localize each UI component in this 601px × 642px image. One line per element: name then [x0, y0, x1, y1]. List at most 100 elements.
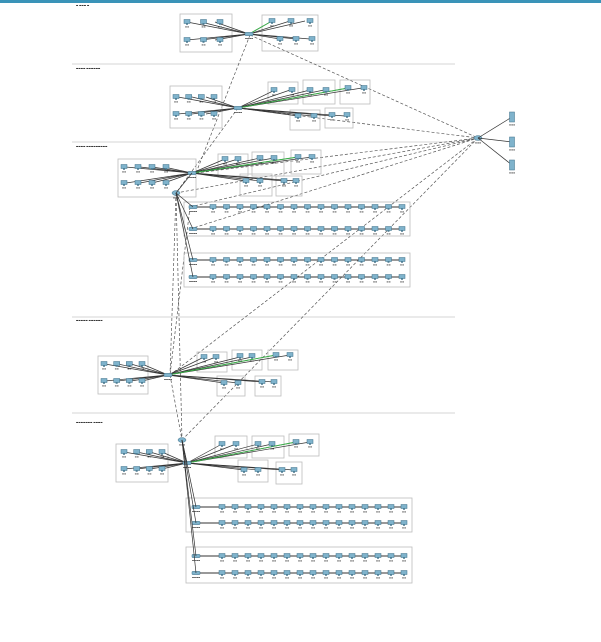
pc-icon[interactable]	[292, 178, 300, 183]
pc-icon[interactable]	[200, 354, 208, 359]
pc-icon[interactable]	[162, 180, 170, 185]
pc-icon[interactable]	[185, 111, 192, 116]
pc-icon[interactable]	[283, 553, 291, 558]
pc-icon[interactable]	[309, 520, 317, 525]
pc-icon[interactable]	[371, 226, 379, 231]
pc-icon[interactable]	[210, 94, 218, 99]
pc-icon[interactable]	[335, 520, 343, 525]
pc-icon[interactable]	[270, 155, 278, 160]
pc-icon[interactable]	[296, 553, 304, 558]
pc-icon[interactable]	[254, 441, 262, 446]
pc-icon[interactable]	[344, 257, 352, 262]
pc-icon[interactable]	[210, 111, 218, 116]
pc-icon[interactable]	[148, 180, 156, 185]
pc-icon[interactable]	[240, 467, 248, 472]
pc-icon[interactable]	[236, 204, 244, 209]
pc-icon[interactable]	[234, 380, 242, 385]
pc-icon[interactable]	[221, 156, 229, 161]
pc-icon[interactable]	[306, 18, 314, 23]
pc-icon[interactable]	[309, 570, 317, 575]
pc-icon[interactable]	[348, 504, 356, 509]
pc-icon[interactable]	[343, 112, 351, 117]
pc-icon[interactable]	[385, 226, 392, 231]
pc-icon[interactable]	[331, 204, 338, 209]
pc-icon[interactable]	[209, 257, 217, 262]
server-icon[interactable]	[509, 111, 515, 123]
pc-icon[interactable]	[120, 164, 128, 169]
pc-icon[interactable]	[361, 570, 369, 575]
pc-icon[interactable]	[138, 361, 146, 366]
pc-icon[interactable]	[218, 504, 226, 509]
pc-icon[interactable]	[296, 504, 304, 509]
pc-icon[interactable]	[294, 154, 302, 159]
pc-icon[interactable]	[277, 257, 284, 262]
pc-icon[interactable]	[304, 204, 311, 209]
pc-icon[interactable]	[288, 87, 296, 92]
pc-icon[interactable]	[100, 378, 108, 383]
pc-icon[interactable]	[232, 441, 240, 446]
pc-icon[interactable]	[322, 570, 330, 575]
pc-icon[interactable]	[371, 274, 379, 279]
pc-icon[interactable]	[270, 570, 278, 575]
pc-icon[interactable]	[133, 449, 140, 454]
pc-icon[interactable]	[120, 180, 128, 185]
pc-icon[interactable]	[322, 87, 330, 92]
pc-icon[interactable]	[268, 18, 276, 23]
pc-icon[interactable]	[371, 257, 379, 262]
pc-icon[interactable]	[344, 274, 352, 279]
pc-icon[interactable]	[309, 553, 317, 558]
pc-icon[interactable]	[361, 520, 369, 525]
topology-canvas[interactable]: ▬ ▬▬▬ ▬ ▬▬▬▬ ▬▬▬▬▬▬ ▬▬▬▬ ▬▬▬▬▬▬▬▬▬ ▬▬▬▬▬…	[0, 3, 601, 638]
pc-icon[interactable]	[331, 257, 338, 262]
pc-icon[interactable]	[231, 553, 239, 558]
pc-icon[interactable]	[257, 553, 265, 558]
pc-icon[interactable]	[134, 164, 142, 169]
pc-icon[interactable]	[263, 257, 271, 262]
pc-icon[interactable]	[183, 19, 191, 24]
pc-icon[interactable]	[344, 226, 352, 231]
pc-icon[interactable]	[158, 449, 166, 454]
pc-icon[interactable]	[348, 553, 356, 558]
pc-icon[interactable]	[257, 570, 265, 575]
pc-icon[interactable]	[263, 274, 271, 279]
pc-icon[interactable]	[335, 570, 343, 575]
pc-icon[interactable]	[100, 361, 108, 366]
pc-icon[interactable]	[231, 570, 239, 575]
pc-icon[interactable]	[236, 274, 244, 279]
pc-icon[interactable]	[387, 553, 395, 558]
pc-icon[interactable]	[268, 441, 276, 446]
pc-icon[interactable]	[322, 553, 330, 558]
pc-icon[interactable]	[216, 19, 224, 24]
pc-icon[interactable]	[216, 37, 224, 42]
pc-icon[interactable]	[358, 257, 365, 262]
pc-icon[interactable]	[277, 226, 284, 231]
pc-icon[interactable]	[385, 204, 392, 209]
pc-icon[interactable]	[358, 204, 365, 209]
pc-icon[interactable]	[398, 257, 406, 262]
pc-icon[interactable]	[183, 37, 191, 42]
pc-icon[interactable]	[348, 520, 356, 525]
pc-icon[interactable]	[294, 113, 302, 118]
pc-icon[interactable]	[172, 111, 180, 116]
pc-icon[interactable]	[244, 520, 252, 525]
pc-icon[interactable]	[209, 204, 217, 209]
pc-icon[interactable]	[276, 36, 284, 41]
pc-icon[interactable]	[198, 111, 205, 116]
switch-icon[interactable]	[244, 32, 254, 36]
pc-icon[interactable]	[385, 257, 392, 262]
pc-icon[interactable]	[335, 553, 343, 558]
pc-icon[interactable]	[322, 520, 330, 525]
pc-icon[interactable]	[374, 504, 382, 509]
pc-icon[interactable]	[290, 204, 298, 209]
pc-icon[interactable]	[200, 19, 207, 24]
pc-icon[interactable]	[244, 570, 252, 575]
pc-icon[interactable]	[360, 85, 368, 90]
pc-icon[interactable]	[126, 378, 133, 383]
pc-icon[interactable]	[292, 36, 300, 41]
pc-icon[interactable]	[308, 154, 316, 159]
pc-icon[interactable]	[242, 178, 250, 183]
pc-icon[interactable]	[244, 553, 252, 558]
pc-icon[interactable]	[400, 520, 408, 525]
pc-icon[interactable]	[231, 520, 239, 525]
pc-icon[interactable]	[236, 257, 244, 262]
